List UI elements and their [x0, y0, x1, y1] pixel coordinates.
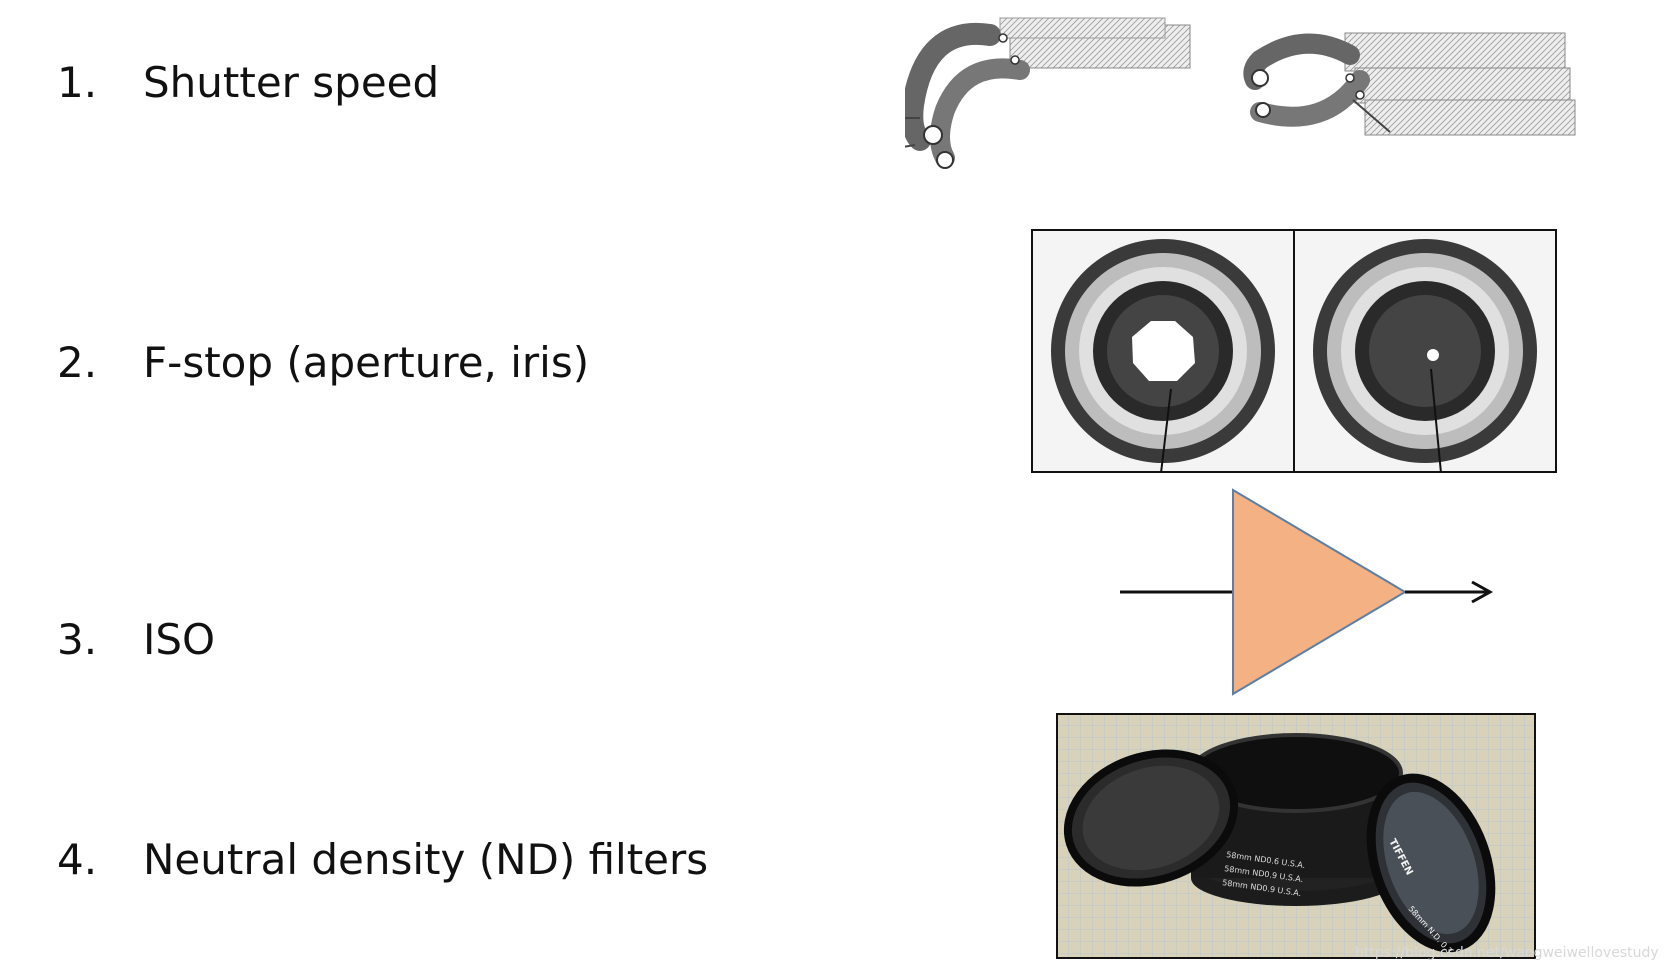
list-label: F-stop (aperture, iris): [143, 338, 590, 387]
shutter-illustration: [905, 0, 1668, 182]
nd-filters-photo: 58mm ND0.6 U.S.A. 58mm ND0.9 U.S.A. 58mm…: [1056, 713, 1536, 959]
aperture-illustration: [1031, 229, 1557, 473]
watermark: https://blog.csdn.net/wangweiwellovestud…: [1355, 945, 1659, 961]
list-number: 2.: [57, 338, 98, 387]
list-item-iso: 3.ISO: [57, 619, 215, 661]
list-item-f-stop: 2.F-stop (aperture, iris): [57, 342, 589, 384]
list-number: 1.: [57, 58, 98, 107]
lens-narrow-aperture: [1313, 239, 1537, 473]
list-label: Neutral density (ND) filters: [143, 835, 709, 884]
amplifier-triangle: [1232, 488, 1407, 696]
list-label: Shutter speed: [143, 58, 440, 107]
list-number: 4.: [57, 835, 98, 884]
list-label: ISO: [143, 615, 216, 664]
list-item-shutter-speed: 1.Shutter speed: [57, 62, 439, 104]
iso-amplifier-diagram: [1120, 488, 1500, 698]
list-item-nd-filters: 4.Neutral density (ND) filters: [57, 839, 708, 881]
lens-wide-aperture: [1051, 239, 1275, 473]
list-number: 3.: [57, 615, 98, 664]
